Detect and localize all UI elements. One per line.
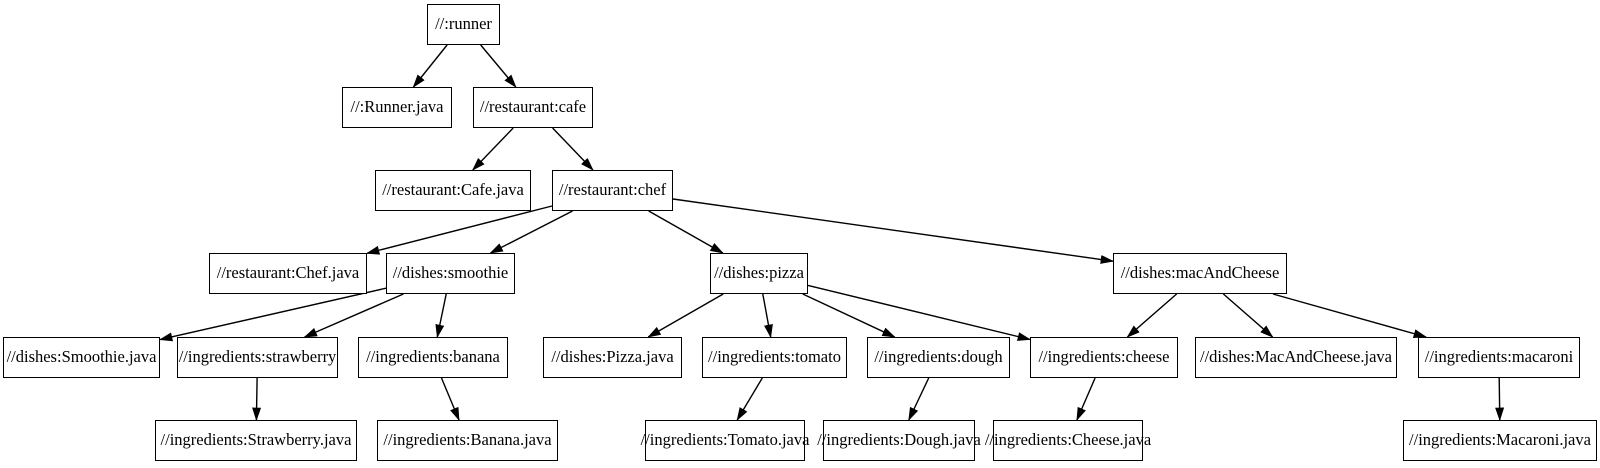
node-label: //ingredients:macaroni xyxy=(1424,347,1574,367)
node-label: //dishes:MacAndCheese.java xyxy=(1200,347,1392,367)
edge-macandcheese-to-macaroni xyxy=(1272,293,1428,338)
edge-pizza-to-pizza-java xyxy=(647,293,724,338)
edge-macaroni-to-macaroni-java xyxy=(1495,377,1505,422)
node-dough: //ingredients:dough xyxy=(867,337,1010,378)
node-label: //ingredients:Macaroni.java xyxy=(1409,430,1591,450)
node-label: //ingredients:Strawberry.java xyxy=(160,430,352,450)
node-strawberry: //ingredients:strawberry xyxy=(177,337,338,378)
edge-strawberry-to-strawberry-java xyxy=(252,377,262,422)
edge-macandcheese-to-cheese xyxy=(1126,293,1178,338)
node-macandcheese-java: //dishes:MacAndCheese.java xyxy=(1195,337,1397,378)
edge-pizza-to-dough xyxy=(802,293,896,338)
node-macandcheese: //dishes:macAndCheese xyxy=(1113,253,1287,294)
edge-cafe-to-cafe-java xyxy=(472,127,514,171)
edge-pizza-to-tomato xyxy=(762,293,773,339)
node-tomato-java: //ingredients:Tomato.java xyxy=(641,420,809,461)
node-smoothie: //dishes:smoothie xyxy=(386,253,515,294)
node-macaroni: //ingredients:macaroni xyxy=(1418,337,1580,378)
edge-banana-to-banana-java xyxy=(440,377,460,422)
node-banana: //ingredients:banana xyxy=(358,337,508,378)
node-cheese-java: //ingredients:Cheese.java xyxy=(985,420,1151,461)
node-runner: //:runner xyxy=(427,4,500,45)
node-label: //ingredients:Dough.java xyxy=(817,430,981,450)
node-smoothie-java: //dishes:Smoothie.java xyxy=(3,337,160,378)
node-runner-java: //:Runner.java xyxy=(342,87,452,128)
node-label: //:runner xyxy=(435,14,492,34)
node-cafe: //restaurant:cafe xyxy=(473,87,593,128)
edge-runner-to-runner-java xyxy=(412,44,448,88)
node-tomato: //ingredients:tomato xyxy=(702,337,847,378)
node-cheese: //ingredients:cheese xyxy=(1030,337,1178,378)
node-label: //restaurant:Cafe.java xyxy=(382,180,524,200)
node-label: //restaurant:chef xyxy=(558,180,667,200)
edge-smoothie-to-smoothie-java xyxy=(158,287,387,342)
node-label: //ingredients:dough xyxy=(874,347,1003,367)
edge-smoothie-to-strawberry xyxy=(303,293,404,338)
node-label: //ingredients:tomato xyxy=(708,347,841,367)
node-label: //ingredients:strawberry xyxy=(178,347,337,367)
edge-dough-to-dough-java xyxy=(908,377,930,422)
edge-chef-to-macandcheese xyxy=(672,198,1115,264)
edge-pizza-to-cheese xyxy=(807,284,1032,341)
edge-smoothie-to-banana xyxy=(435,293,447,339)
edge-chef-to-smoothie xyxy=(489,210,573,254)
node-chef: //restaurant:chef xyxy=(552,170,673,211)
node-cafe-java: //restaurant:Cafe.java xyxy=(375,170,531,211)
node-dough-java: //ingredients:Dough.java xyxy=(817,420,981,461)
node-label: //dishes:smoothie xyxy=(392,263,509,283)
node-label: //restaurant:cafe xyxy=(479,97,587,117)
edge-chef-to-chef-java xyxy=(365,205,553,255)
node-label: //restaurant:Chef.java xyxy=(216,263,360,283)
edge-macandcheese-to-macandcheese-java xyxy=(1222,293,1274,338)
node-pizza: //dishes:pizza xyxy=(710,253,808,294)
node-label: //dishes:Pizza.java xyxy=(551,347,674,367)
node-label: //ingredients:cheese xyxy=(1038,347,1170,367)
node-label: //:Runner.java xyxy=(350,97,444,117)
node-label: //ingredients:Cheese.java xyxy=(984,430,1152,450)
node-label: //dishes:Smoothie.java xyxy=(6,347,157,367)
node-strawberry-java: //ingredients:Strawberry.java xyxy=(155,420,357,461)
node-macaroni-java: //ingredients:Macaroni.java xyxy=(1403,420,1597,461)
node-label: //ingredients:Banana.java xyxy=(383,430,552,450)
edge-chef-to-pizza xyxy=(648,210,724,254)
edge-cafe-to-chef xyxy=(552,127,594,171)
node-chef-java: //restaurant:Chef.java xyxy=(209,253,367,294)
node-label: //dishes:pizza xyxy=(714,263,804,283)
edge-tomato-to-tomato-java xyxy=(736,377,763,421)
node-label: //ingredients:banana xyxy=(366,347,500,367)
edge-cheese-to-cheese-java xyxy=(1076,377,1096,422)
node-pizza-java: //dishes:Pizza.java xyxy=(543,337,682,378)
node-banana-java: //ingredients:Banana.java xyxy=(377,420,558,461)
node-label: //dishes:macAndCheese xyxy=(1120,263,1280,283)
edge-runner-to-cafe xyxy=(480,44,517,88)
node-label: //ingredients:Tomato.java xyxy=(640,430,810,450)
